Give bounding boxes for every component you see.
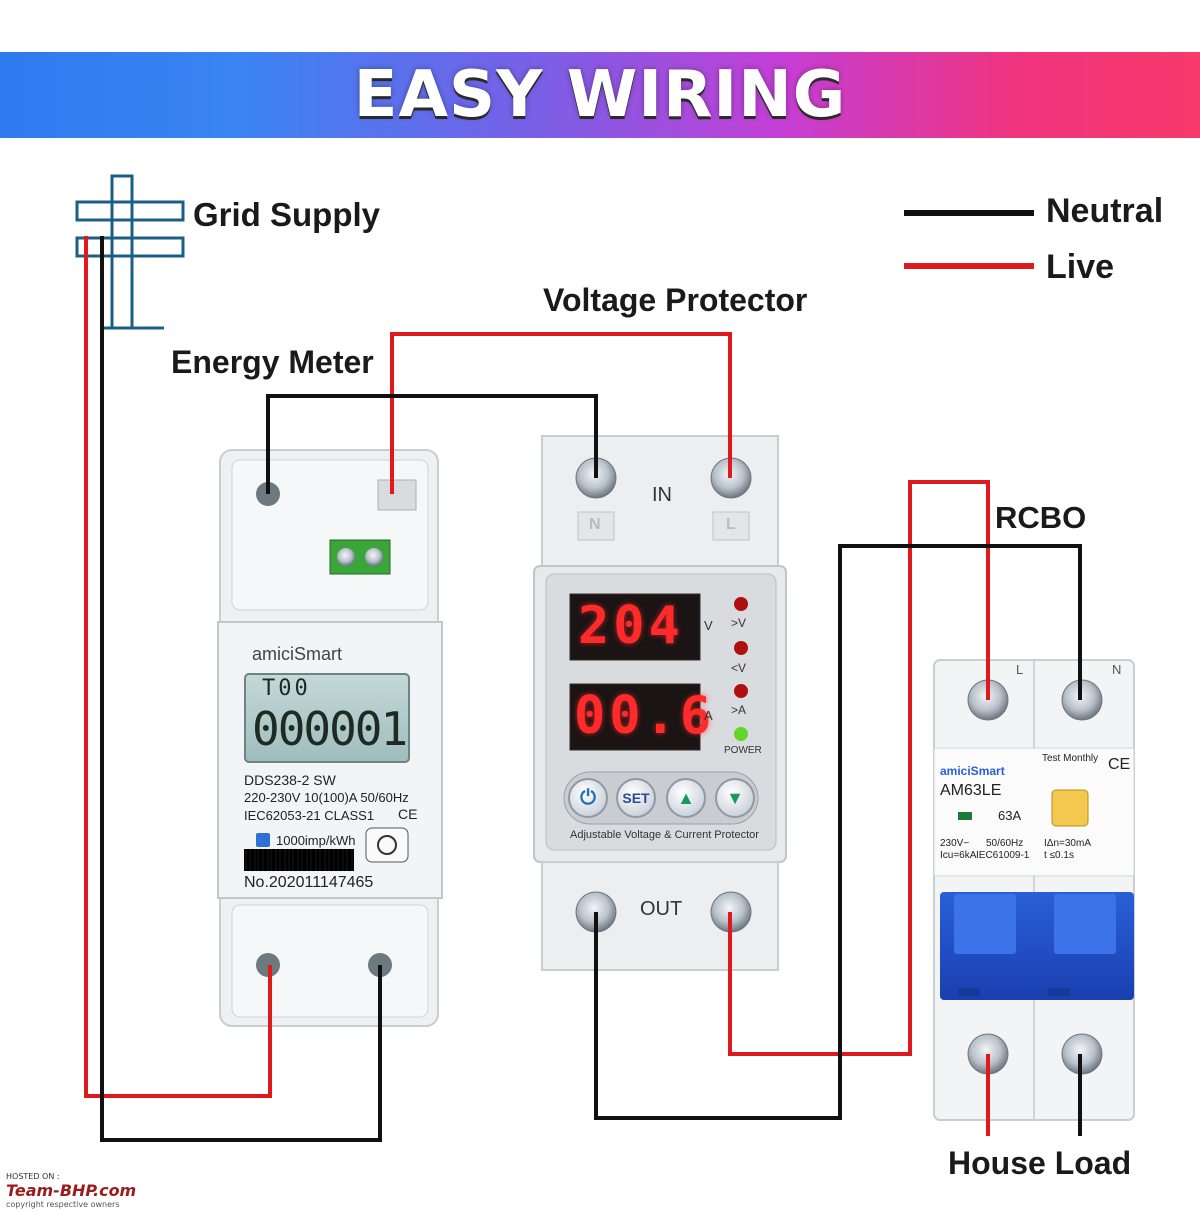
down-button[interactable]: ▼ [715, 778, 755, 818]
meter-serial: No.202011147465 [244, 874, 374, 891]
neutral-wires [100, 236, 1082, 1142]
protector-caption: Adjustable Voltage & Current Protector [570, 829, 759, 841]
rcbo-device [933, 659, 1135, 1121]
energy-meter-device [217, 449, 443, 1027]
rcbo-spec-standard: IEC61009-1 [976, 850, 1030, 861]
live-wire-grid-to-meter [84, 236, 272, 1098]
meter-lcd-reading: 000001 [252, 702, 408, 756]
rcbo-spec-frequency: 50/60Hz [986, 838, 1024, 849]
protector-voltage-display: 204 [578, 596, 684, 656]
legend-neutral-label: Neutral [1046, 192, 1164, 230]
legend-live-label: Live [1046, 248, 1115, 286]
house-load-label: House Load [948, 1145, 1132, 1181]
watermark-hosted-on: HOSTED ON : [6, 1172, 60, 1181]
protector-voltage-unit: V [704, 618, 713, 633]
watermark-site: Team-BHP.com [6, 1181, 137, 1200]
meter-impulse: 1000imp/kWh [276, 833, 356, 848]
utility-pole-icon [75, 174, 185, 330]
rcbo-rating: 63A [998, 808, 1022, 823]
voltage-protector-label: Voltage Protector [543, 282, 808, 318]
rcbo-ce-mark: CE [1108, 756, 1131, 773]
arrow-down-icon: ▼ [726, 788, 744, 808]
neutral-wire-protector-to-rcbo [594, 544, 1082, 1120]
protector-terminal-n: N [589, 516, 601, 533]
grid-supply-label: Grid Supply [193, 196, 381, 233]
indicator-under-voltage: <V [731, 661, 747, 675]
up-button[interactable]: ▲ [666, 778, 706, 818]
rcbo-label: RCBO [995, 500, 1087, 535]
protector-current-display: 00.6 [574, 686, 716, 746]
protector-terminal-l: L [726, 516, 736, 533]
indicator-over-voltage: >V [731, 616, 747, 630]
indicator-over-current: >A [731, 703, 747, 717]
power-icon: ⏻ [580, 787, 596, 809]
title-banner [0, 52, 1200, 138]
rcbo-brand: amiciSmart [940, 764, 1005, 778]
protector-out-label: OUT [640, 898, 683, 920]
meter-lcd-top: T00 [262, 676, 311, 701]
meter-standard: IEC62053-21 CLASS1 [244, 808, 375, 823]
protector-current-unit: A [704, 708, 713, 723]
meter-ce-mark: CE [398, 806, 418, 822]
live-wire-protector-to-rcbo [728, 480, 990, 1056]
energy-meter-label: Energy Meter [171, 344, 374, 380]
rcbo-spec-trip-current: IΔn=30mA [1044, 838, 1091, 849]
rcbo-spec-voltage: 230V~ [940, 838, 970, 849]
rcbo-test-label: Test Monthly [1042, 753, 1099, 764]
live-wires [84, 236, 990, 1136]
protector-in-label: IN [652, 484, 672, 506]
set-button[interactable]: SET [616, 778, 656, 818]
rcbo-terminal-n: N [1112, 662, 1122, 677]
live-wire-meter-to-protector [390, 332, 732, 494]
neutral-wire-meter-to-protector [266, 394, 598, 494]
neutral-wire-grid-to-meter [100, 236, 382, 1142]
meter-rating: 220-230V 10(100)A 50/60Hz [244, 790, 409, 805]
watermark-copyright: copyright respective owners [6, 1200, 120, 1209]
rcbo-spec-icu: Icu=6kA [940, 850, 977, 861]
rcbo-terminal-l: L [1016, 662, 1024, 677]
power-label: POWER [724, 745, 762, 756]
rcbo-spec-trip-time: t ≤0.1s [1044, 850, 1074, 861]
meter-brand: amiciSmart [252, 644, 343, 664]
watermark: HOSTED ON : Team-BHP.com copyright respe… [6, 1172, 136, 1209]
power-button[interactable]: ⏻ [568, 778, 608, 818]
page-title: EASY WIRING [353, 58, 847, 132]
arrow-up-icon: ▲ [677, 788, 695, 808]
rcbo-model: AM63LE [940, 782, 1002, 799]
meter-model: DDS238-2 SW [244, 772, 336, 788]
